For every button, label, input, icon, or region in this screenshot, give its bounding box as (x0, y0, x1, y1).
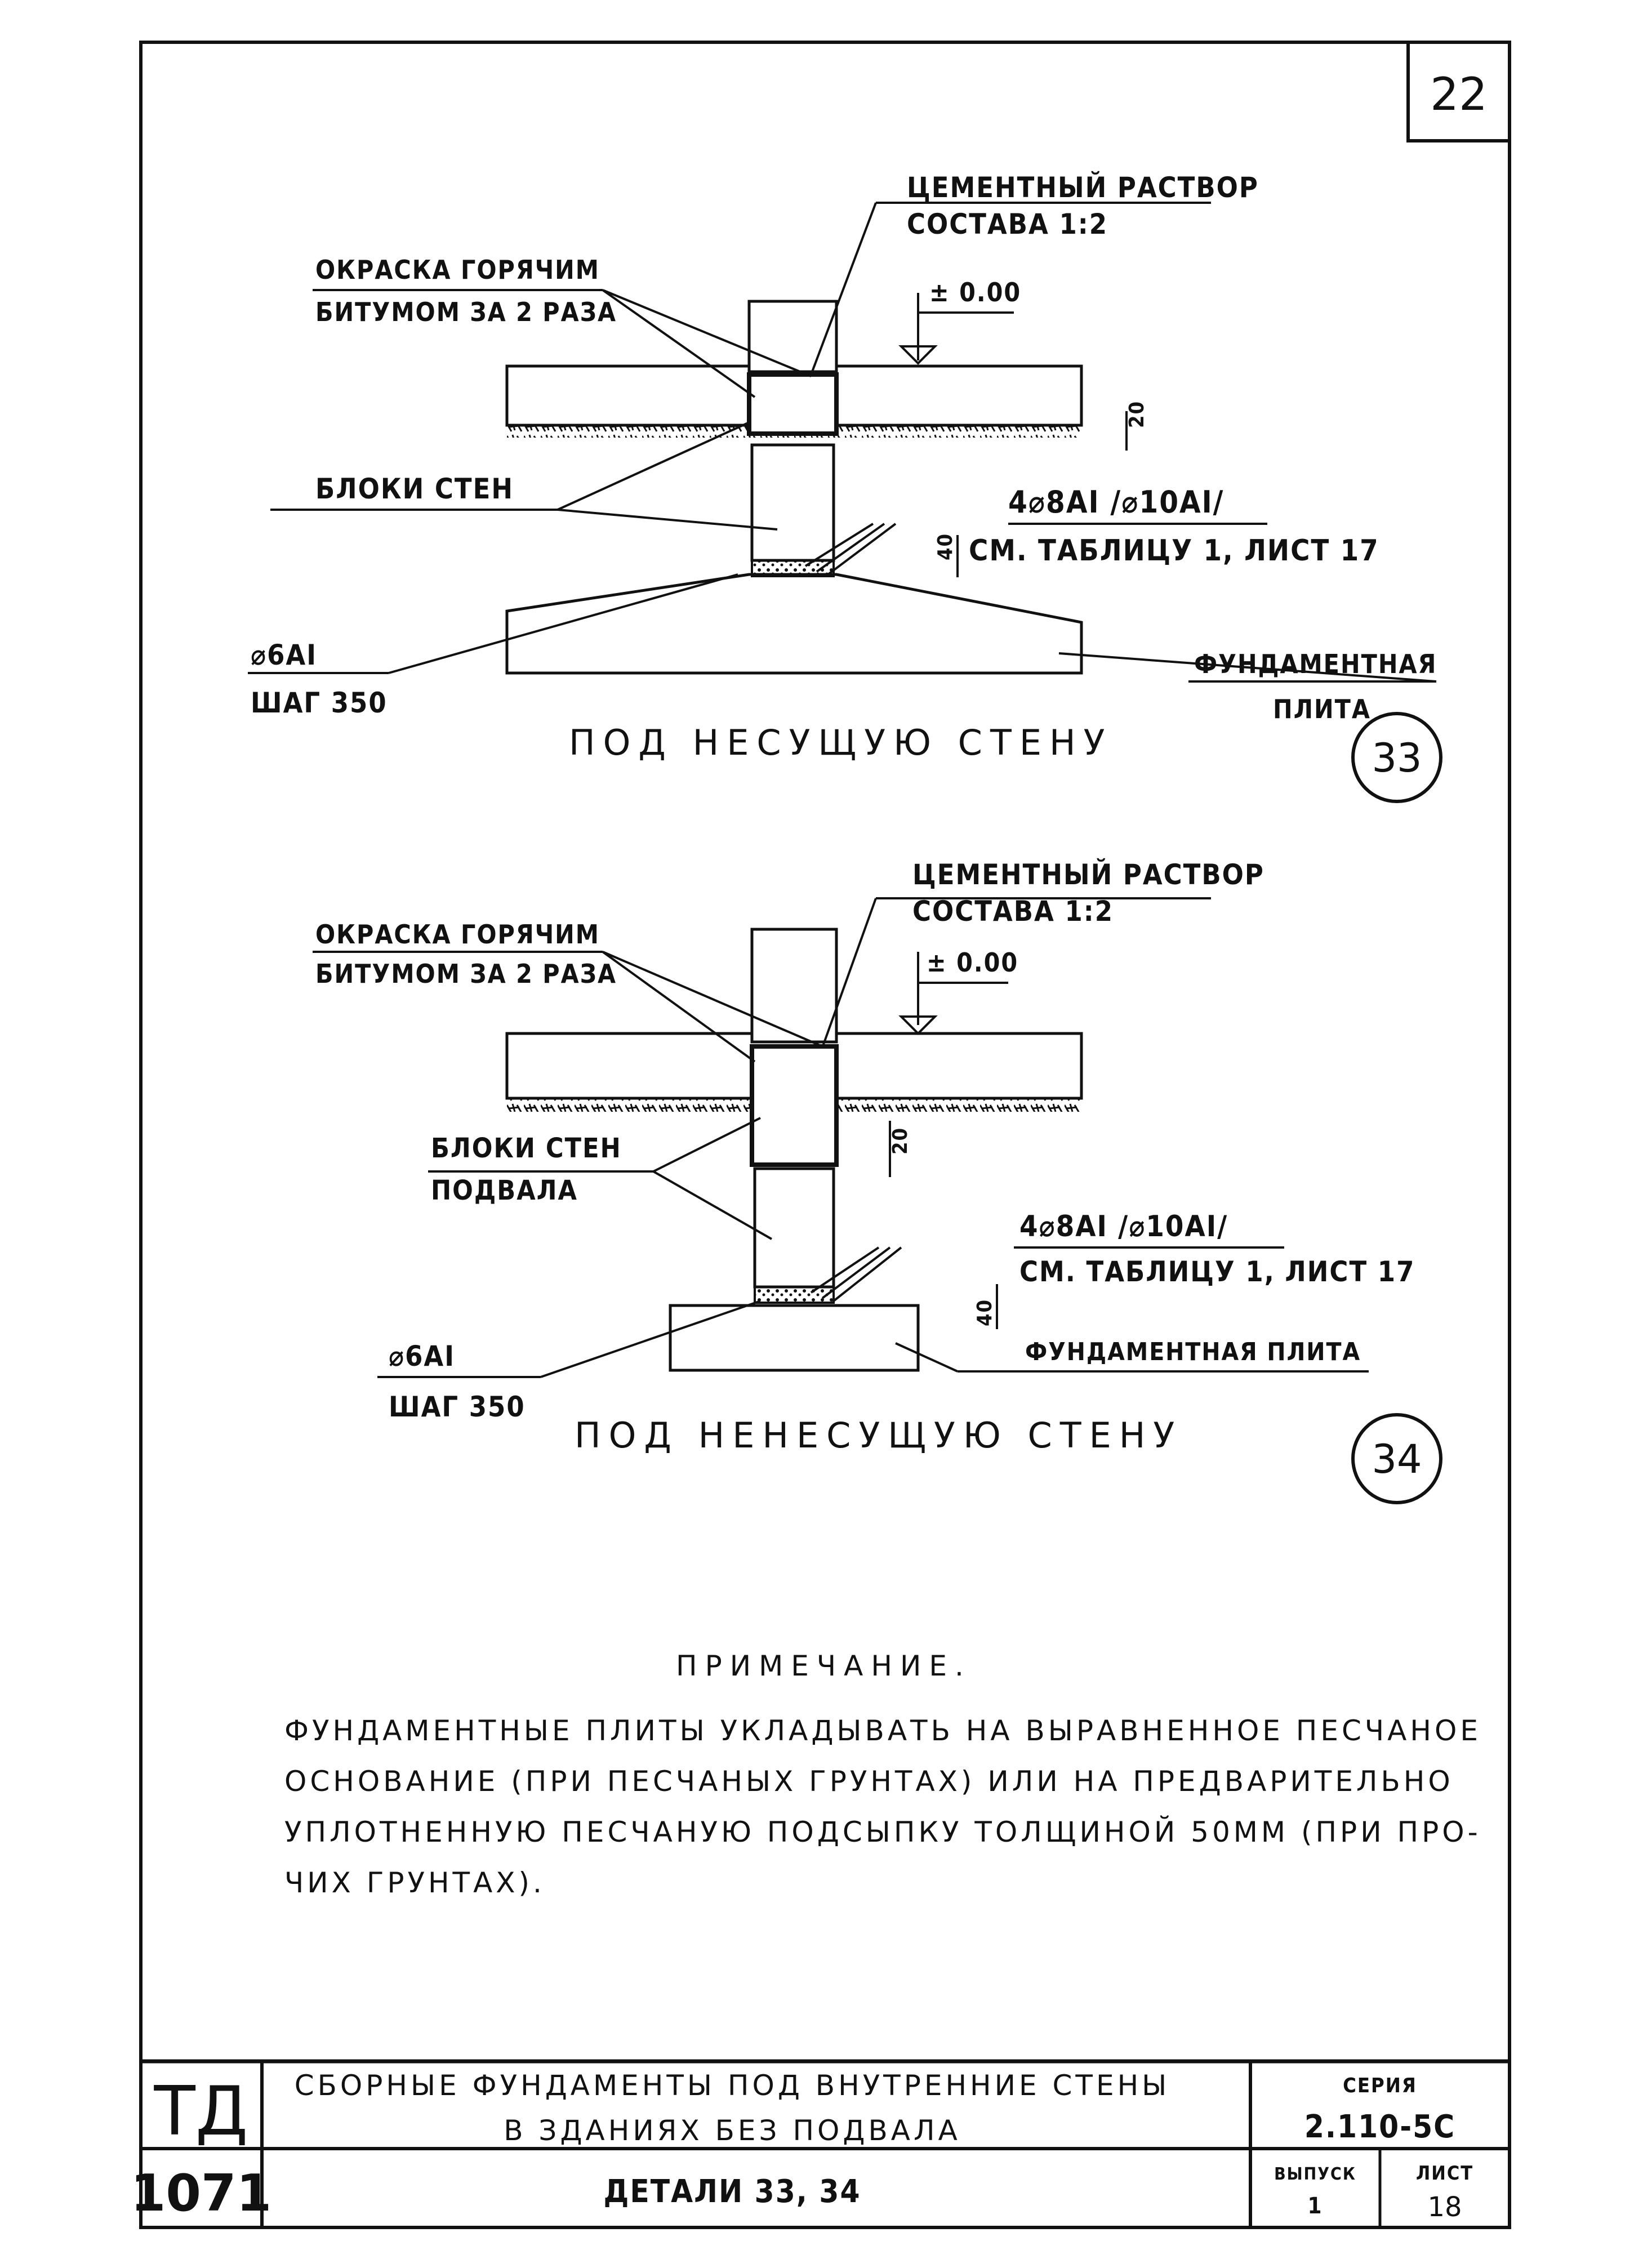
dim-top-33: 20 (1125, 400, 1148, 428)
note-block: ПРИМЕЧАНИЕ. ФУНДАМЕНТНЫЕ ПЛИТЫ УКЛАДЫВАТ… (284, 1650, 1481, 1899)
label-mortar-34-line2: СОСТАВА 1:2 (912, 895, 1114, 928)
note-line-2: ОСНОВАНИЕ (ПРИ ПЕСЧАНЫХ ГРУНТАХ) ИЛИ НА … (284, 1765, 1454, 1798)
title-line-2: В ЗДАНИЯХ БЕЗ ПОДВАЛА (504, 2114, 961, 2147)
label-blocks-34-line2: ПОДВАЛА (431, 1175, 578, 1206)
detail-number-33: 33 (1372, 735, 1422, 781)
wall-upper-34 (750, 928, 838, 1044)
label-rebar-33-line2: СМ. ТАБЛИЦУ 1, ЛИСТ 17 (969, 534, 1379, 568)
wall-upper-33 (747, 300, 838, 373)
series-value: 2.110-5С (1304, 2109, 1455, 2145)
level-mark-33: ± 0.00 (929, 277, 1021, 308)
label-bitumen-34-line2: БИТУМОМ ЗА 2 РАЗА (315, 959, 617, 989)
issue-label: ВЫПУСК (1274, 2164, 1356, 2184)
caption-34: ПОД НЕНЕСУЩУЮ СТЕНУ (575, 1415, 1182, 1456)
label-rebar-34-line1: 4⌀8АI /⌀10АI/ (1019, 1210, 1228, 1244)
sheet-number: 22 (1430, 68, 1488, 121)
foundation-slab-34 (669, 1304, 920, 1372)
detail-33: ± 0.00 20 40 ЦЕМЕНТНЫЙ РАСТВОР СОСТАВА 1… (248, 171, 1442, 803)
note-title: ПРИМЕЧАНИЕ. (676, 1650, 972, 1682)
label-bitumen-33-line1: ОКРАСКА ГОРЯЧИМ (315, 255, 600, 285)
dim-top-34: 20 (889, 1127, 912, 1155)
level-mark-34: ± 0.00 (927, 947, 1018, 978)
label-mesh-33-line2: ШАГ 350 (251, 687, 388, 719)
foundation-slab-33 (505, 573, 1083, 675)
label-mortar-33-line1: ЦЕМЕНТНЫЙ РАСТВОР (907, 171, 1259, 204)
sheet-number-box (1406, 41, 1511, 142)
caption-33: ПОД НЕСУЩУЮ СТЕНУ (569, 722, 1112, 763)
note-line-1: ФУНДАМЕНТНЫЕ ПЛИТЫ УКЛАДЫВАТЬ НА ВЫРАВНЕ… (284, 1714, 1481, 1747)
note-line-4: ЧИХ ГРУНТАХ). (284, 1866, 545, 1899)
label-bitumen-34-line1: ОКРАСКА ГОРЯЧИМ (315, 919, 600, 950)
wall-block-lower-34 (753, 1167, 835, 1289)
detail-number-circle-33 (1351, 712, 1442, 803)
label-rebar-33-line1: 4⌀8АI /⌀10АI/ (1008, 484, 1224, 520)
dim-bottom-33: 40 (934, 533, 957, 560)
title-line-1: СБОРНЫЕ ФУНДАМЕНТЫ ПОД ВНУТРЕННИЕ СТЕНЫ (295, 2069, 1170, 2102)
label-blocks-33: БЛОКИ СТЕН (315, 473, 514, 505)
label-mesh-34-line1: ⌀6АI (389, 1340, 455, 1373)
title-code-bottom: 1071 (131, 2164, 272, 2223)
title-block: ТД 1071 СБОРНЫЕ ФУНДАМЕНТЫ ПОД ВНУТРЕННИ… (131, 2059, 1510, 2227)
wall-block-lower-33 (750, 443, 835, 562)
label-mortar-34-line1: ЦЕМЕНТНЫЙ РАСТВОР (912, 858, 1264, 891)
label-slab-33-line2: ПЛИТА (1273, 694, 1371, 724)
detail-number-34: 34 (1372, 1436, 1422, 1482)
detail-number-circle-34 (1351, 1413, 1442, 1504)
detail-34: ± 0.00 20 40 ЦЕМЕНТНЫЙ РАСТВОР СОСТАВА 1… (313, 858, 1442, 1504)
mortar-bed-34 (754, 1286, 835, 1304)
label-slab-33-line1: ФУНДАМЕНТНАЯ (1194, 649, 1437, 679)
dim-bottom-34: 40 (973, 1299, 996, 1326)
wall-block-slab-33 (747, 372, 839, 436)
series-label: СЕРИЯ (1343, 2074, 1417, 2097)
label-rebar-34-line2: СМ. ТАБЛИЦУ 1, ЛИСТ 17 (1019, 1255, 1415, 1288)
wall-block-slab-34 (750, 1044, 839, 1167)
note-line-3: УПЛОТНЕННУЮ ПЕСЧАНУЮ ПОДСЫПКУ ТОЛЩИНОЙ 5… (284, 1815, 1481, 1848)
title-code-top: ТД (153, 2073, 248, 2151)
label-bitumen-33-line2: БИТУМОМ ЗА 2 РАЗА (315, 297, 617, 327)
title-subtitle: ДЕТАЛИ 33, 34 (603, 2173, 861, 2210)
label-mesh-34-line2: ШАГ 350 (389, 1391, 526, 1423)
sheet-value: 18 (1427, 2191, 1462, 2223)
label-blocks-34-line1: БЛОКИ СТЕН (431, 1133, 622, 1164)
sheet-frame (139, 41, 1511, 2229)
label-mortar-33-line2: СОСТАВА 1:2 (907, 208, 1108, 240)
label-mesh-33-line1: ⌀6АI (251, 639, 317, 671)
label-slab-34: ФУНДАМЕНТНАЯ ПЛИТА (1025, 1338, 1361, 1366)
sheet-label: ЛИСТ (1416, 2162, 1473, 2185)
issue-value: 1 (1307, 2193, 1323, 2219)
